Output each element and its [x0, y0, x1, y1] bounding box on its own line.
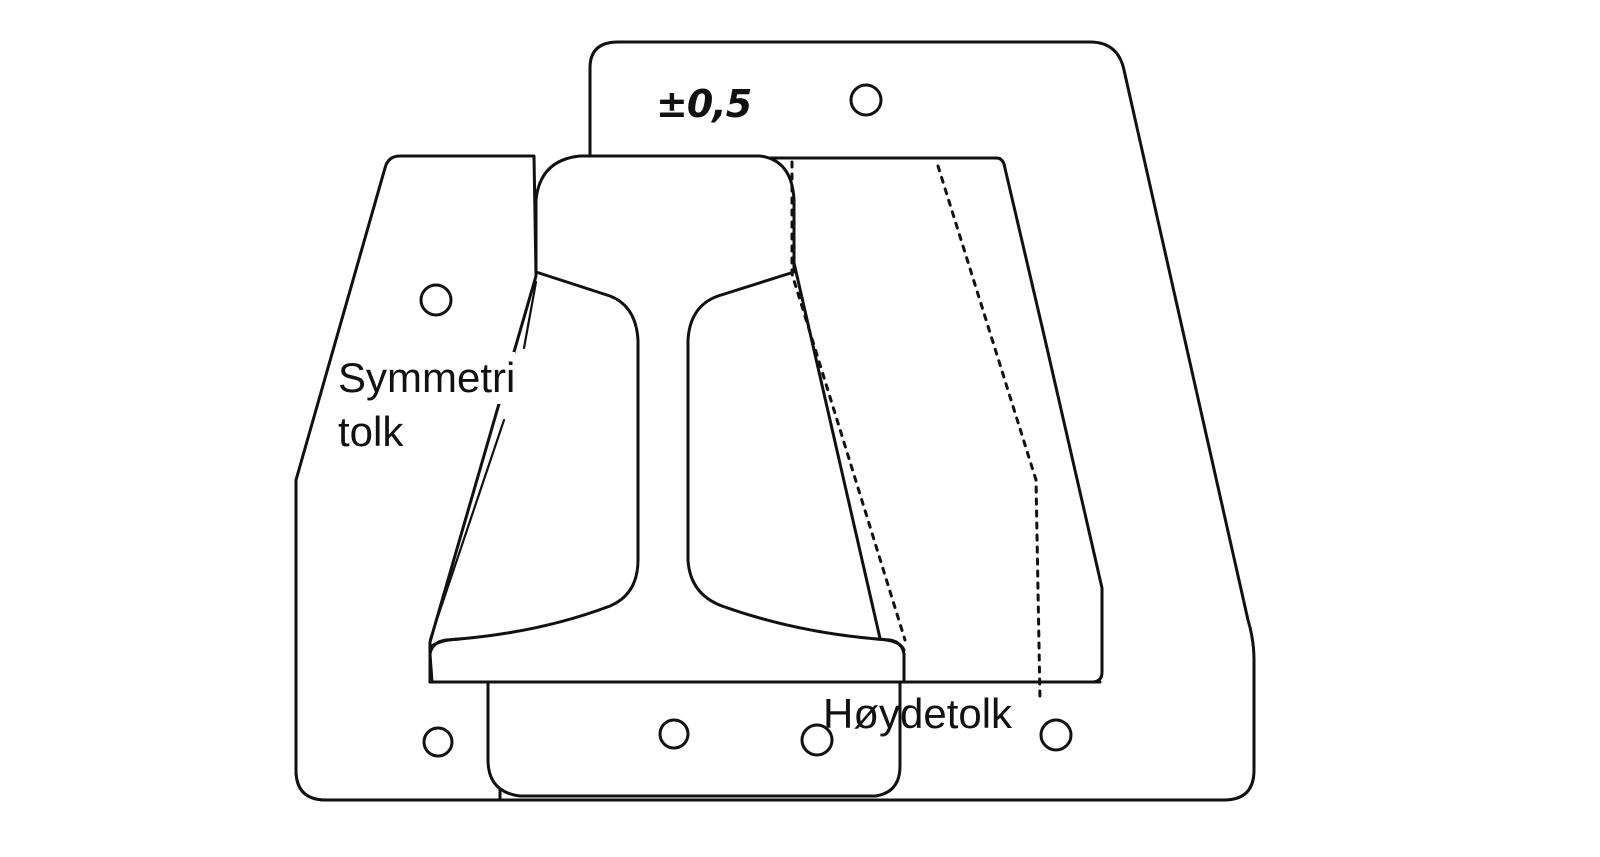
hidden-line-left	[790, 160, 907, 642]
symmetry-inner-edge-upper	[522, 280, 538, 350]
rail-profile	[428, 154, 906, 684]
hidden-line-right	[936, 164, 1042, 702]
hole-bottom-left	[422, 726, 454, 758]
hole-bottom-right	[1039, 718, 1073, 752]
bottom-tab-plate	[486, 680, 902, 798]
height-gauge-label: Høydetolk	[823, 690, 1013, 737]
tolerance-label: ±0,5	[656, 82, 752, 126]
rail-foot-top	[430, 637, 906, 652]
symmetry-gauge-label-line1: Symmetri	[338, 352, 516, 404]
symmetry-inner-edge-lower	[428, 418, 506, 642]
hole-bottom-mid	[800, 723, 834, 757]
hole-bottom-center	[658, 718, 690, 750]
symmetry-gauge-label-line2: tolk	[338, 408, 404, 455]
hole-top	[849, 83, 883, 117]
hole-symmetry	[419, 283, 453, 317]
